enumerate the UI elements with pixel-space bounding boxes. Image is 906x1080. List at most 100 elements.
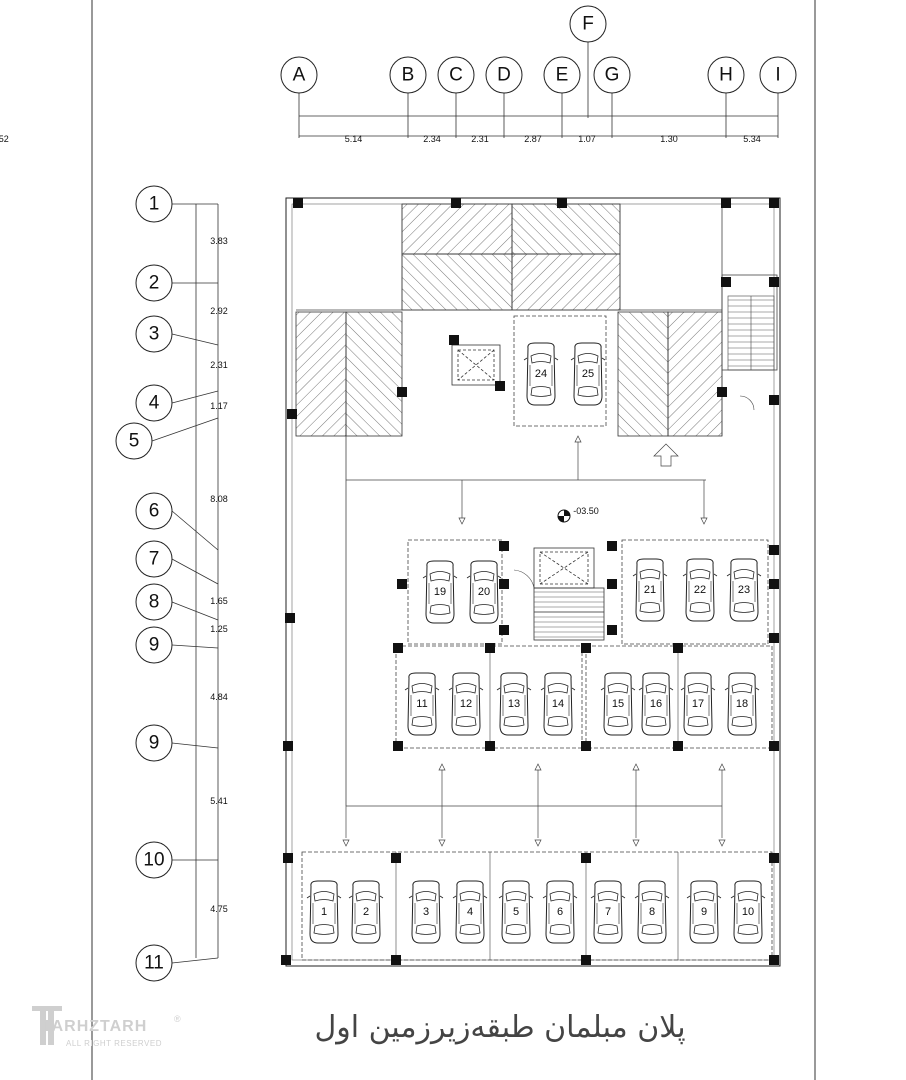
parking-space-3: 3 bbox=[408, 880, 444, 944]
column-dimension: 1.30 bbox=[660, 134, 678, 144]
column-square bbox=[283, 853, 293, 863]
parking-space-23: 23 bbox=[726, 558, 762, 622]
parking-space-25: 25 bbox=[570, 342, 606, 406]
column-square bbox=[287, 409, 297, 419]
parking-space-22: 22 bbox=[682, 558, 718, 622]
column-square bbox=[769, 395, 779, 405]
column-axis-F: F bbox=[569, 5, 607, 118]
column-grid-axes: ABCDEFGHI5.142.342.312.871.071.305.342.5… bbox=[0, 5, 797, 144]
row-axis-11: 11 bbox=[135, 944, 219, 982]
parking-space-1: 1 bbox=[306, 880, 342, 944]
row-axis-10: 10 bbox=[135, 841, 218, 879]
row-axis-label: 5 bbox=[129, 431, 140, 452]
column-square bbox=[769, 955, 779, 965]
parking-space-number: 21 bbox=[644, 584, 656, 596]
row-axis-2: 2 bbox=[135, 264, 218, 302]
parking-space-number: 6 bbox=[557, 906, 563, 918]
column-axis-label: A bbox=[293, 65, 306, 86]
column-square bbox=[451, 198, 461, 208]
logo-text: TARHZTARH bbox=[42, 1018, 148, 1035]
parking-space-number: 12 bbox=[460, 698, 472, 710]
column-square bbox=[769, 633, 779, 643]
parking-space-21: 21 bbox=[632, 558, 668, 622]
column-square bbox=[557, 198, 567, 208]
column-axis-D: D bbox=[485, 56, 523, 138]
logo-icon bbox=[30, 1004, 64, 1048]
column-square bbox=[607, 541, 617, 551]
column-square bbox=[769, 741, 779, 751]
row-dimension: 4.75 bbox=[210, 904, 228, 914]
drawing-title: پلان مبلمان طبقه‌زیرزمین اول bbox=[314, 1010, 686, 1045]
parking-space-number: 9 bbox=[701, 906, 707, 918]
row-dimension: 2.92 bbox=[210, 306, 228, 316]
row-dimension: 1.25 bbox=[210, 624, 228, 634]
parking-space-20: 20 bbox=[466, 560, 502, 624]
column-axis-I: I bbox=[759, 56, 797, 138]
bay-dividers bbox=[395, 646, 679, 960]
row-axis-4: 4 bbox=[135, 384, 219, 422]
parking-space-13: 13 bbox=[496, 672, 532, 736]
row-axis-9: 9 bbox=[135, 724, 219, 762]
column-square bbox=[391, 853, 401, 863]
row-axis-label: 3 bbox=[149, 324, 160, 345]
row-axis-label: 7 bbox=[149, 549, 160, 570]
column-square bbox=[721, 198, 731, 208]
column-square bbox=[673, 741, 683, 751]
parking-space-number: 2 bbox=[363, 906, 369, 918]
column-dimension: 1.07 bbox=[578, 134, 596, 144]
parking-space-number: 16 bbox=[650, 698, 662, 710]
row-axis-5: 5 bbox=[115, 417, 219, 460]
column-square bbox=[769, 545, 779, 555]
column-square bbox=[769, 853, 779, 863]
parking-space-17: 17 bbox=[680, 672, 716, 736]
parking-space-number: 22 bbox=[694, 584, 706, 596]
parking-space-number: 4 bbox=[467, 906, 473, 918]
structural-columns bbox=[281, 198, 779, 965]
row-dimension: 4.84 bbox=[210, 692, 228, 702]
parking-space-7: 7 bbox=[590, 880, 626, 944]
column-axis-label: C bbox=[449, 65, 463, 86]
column-square bbox=[281, 955, 291, 965]
row-axis-label: 9 bbox=[149, 635, 160, 656]
logo-tagline: ALL RIGHT RESERVED bbox=[66, 1039, 162, 1048]
column-axis-C: C bbox=[437, 56, 475, 138]
parking-space-number: 15 bbox=[612, 698, 624, 710]
column-dimension: 2.31 bbox=[471, 134, 489, 144]
column-dimension: 2.87 bbox=[524, 134, 542, 144]
column-dimension: 5.14 bbox=[345, 134, 363, 144]
parking-space-number: 7 bbox=[605, 906, 611, 918]
column-axis-label: B bbox=[402, 65, 415, 86]
level-label: -03.50 bbox=[573, 506, 599, 516]
column-square bbox=[283, 741, 293, 751]
column-square bbox=[607, 625, 617, 635]
row-axis-1: 1 bbox=[135, 185, 218, 223]
column-axis-label: H bbox=[719, 65, 733, 86]
row-axis-label: 1 bbox=[149, 194, 160, 215]
parking-space-number: 1 bbox=[321, 906, 327, 918]
central-core bbox=[533, 547, 605, 641]
column-axis-H: H bbox=[707, 56, 745, 138]
row-axis-label: 8 bbox=[149, 592, 160, 613]
parking-space-19: 19 bbox=[422, 560, 458, 624]
column-square bbox=[397, 387, 407, 397]
parking-space-24: 24 bbox=[523, 342, 559, 406]
row-axis-3: 3 bbox=[135, 315, 219, 353]
row-axis-label: 4 bbox=[149, 393, 160, 414]
column-square bbox=[607, 579, 617, 589]
parking-space-12: 12 bbox=[448, 672, 484, 736]
parking-space-number: 13 bbox=[508, 698, 520, 710]
partition-lines bbox=[296, 204, 778, 807]
column-square bbox=[393, 643, 403, 653]
column-square bbox=[397, 579, 407, 589]
column-square bbox=[769, 579, 779, 589]
parking-space-10: 10 bbox=[730, 880, 766, 944]
column-axis-G: G bbox=[593, 56, 631, 138]
parking-space-2: 2 bbox=[348, 880, 384, 944]
parking-space-16: 16 bbox=[638, 672, 674, 736]
row-axis-label: 6 bbox=[149, 501, 160, 522]
parking-space-number: 14 bbox=[552, 698, 564, 710]
column-axis-label: I bbox=[775, 65, 780, 86]
row-axis-7: 7 bbox=[135, 540, 219, 585]
column-square bbox=[581, 643, 591, 653]
